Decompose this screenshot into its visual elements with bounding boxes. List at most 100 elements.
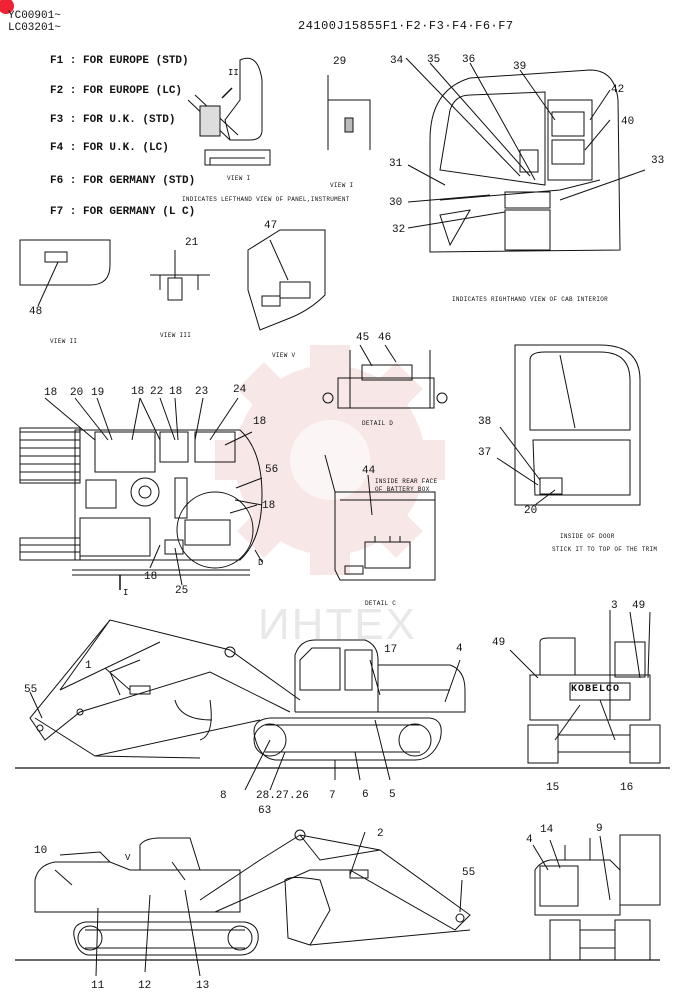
label-20-door: 20 [524,505,538,517]
rear-view-1-drawing [509,610,661,764]
label-22: 22 [150,386,164,398]
arrow-v-label: V [125,853,131,863]
label-56: 56 [265,464,279,476]
label-8: 8 [220,790,227,802]
option-f4: F4 : FOR U.K. (LC) [50,142,169,154]
label-7: 7 [329,790,336,802]
caption-view-v: VIEW V [272,352,296,359]
option-f1: F1 : FOR EUROPE (STD) [50,55,189,67]
label-35: 35 [427,54,441,66]
seat-view-drawing [187,57,271,166]
label-32: 32 [392,224,406,236]
view-i-drawing [327,75,371,150]
label-49-a: 49 [632,600,646,612]
label-55-b: 55 [462,867,476,879]
label-11: 11 [91,980,105,992]
option-f3: F3 : FOR U.K. (STD) [50,114,176,126]
label-49-b: 49 [492,637,506,649]
caption-door-2: STICK IT TO TOP OF THE TRIM [552,546,658,553]
label-18-f: 18 [144,571,158,583]
cab-interior-drawing [405,57,646,253]
label-55-a: 55 [24,684,38,696]
caption-view-iii: VIEW III [160,332,192,339]
label-19: 19 [91,387,105,399]
caption-right-view: INDICATES RIGHTHAND VIEW OF CAB INTERIOR [452,296,609,303]
caption-detail-c: DETAIL C [365,600,397,607]
label-6: 6 [362,789,369,801]
label-16: 16 [620,782,634,794]
label-42: 42 [611,84,625,96]
brand-logo: KOBELCO [571,684,621,695]
label-14: 14 [540,824,554,836]
view-ii-drawing [19,239,111,307]
view-iii-drawing [150,250,210,301]
label-36: 36 [462,54,476,66]
caption-view-ii: VIEW II [50,338,78,345]
label-3: 3 [611,600,618,612]
label-18-a: 18 [44,387,58,399]
label-25: 25 [175,585,189,597]
label-47: 47 [264,220,278,232]
label-5: 5 [389,789,396,801]
serial-number-1: YC00901~ [8,10,61,22]
label-33: 33 [651,155,665,167]
label-20: 20 [70,387,84,399]
caption-view-i: VIEW I [227,175,251,182]
label-31: 31 [389,158,403,170]
label-4-a: 4 [456,643,463,655]
part-number-title: 24100J15855F1·F2·F3·F4·F6·F7 [298,19,514,33]
label-24: 24 [233,384,247,396]
label-28-27-26: 28.27.26 [256,790,309,802]
label-63: 63 [258,805,272,817]
label-2: 2 [377,828,384,840]
label-23: 23 [195,386,209,398]
caption-door-1: INSIDE OF DOOR [560,533,615,540]
label-10: 10 [34,845,48,857]
watermark-text: ИНТЕХ [258,600,417,649]
label-15: 15 [546,782,560,794]
serial-number-2: LC03201~ [8,22,61,34]
arrow-i-label: I [123,588,129,598]
caption-view-i-2: VIEW I [330,182,354,189]
label-4-b: 4 [526,834,533,846]
label-18-e: 18 [262,500,276,512]
door-view-drawing [496,344,641,506]
option-f7: F7 : FOR GERMANY (L C) [50,206,196,218]
detail-c-drawing [324,454,436,581]
label-1: 1 [85,660,92,672]
label-46: 46 [378,332,392,344]
arrow-d-label: D [258,558,264,568]
label-13: 13 [196,980,210,992]
arrow-ii-label: II [228,68,239,78]
rear-view-2-drawing [532,834,661,961]
excavator-side-2-drawing [15,829,660,977]
label-40: 40 [621,116,635,128]
label-18-d: 18 [253,416,267,428]
top-plan-drawing [19,397,263,590]
label-38: 38 [478,416,492,428]
label-37: 37 [478,447,492,459]
label-48: 48 [29,306,43,318]
label-12: 12 [138,980,152,992]
label-30: 30 [389,197,403,209]
label-17: 17 [384,644,398,656]
caption-battery-box: INSIDE REAR FACE OF BATTERY BOX [375,478,438,493]
label-39: 39 [513,61,527,73]
label-45: 45 [356,332,370,344]
label-44: 44 [362,465,376,477]
label-18-c: 18 [169,386,183,398]
view-v-drawing [247,229,326,331]
label-34: 34 [390,55,404,67]
option-f6: F6 : FOR GERMANY (STD) [50,175,196,187]
caption-detail-d: DETAIL D [362,420,394,427]
caption-left-view: INDICATES LEFTHAND VIEW OF PANEL,INSTRUM… [182,196,350,203]
label-9: 9 [596,823,603,835]
label-18-b: 18 [131,386,145,398]
excavator-side-1-drawing [15,619,670,791]
corner-badge-icon [0,0,14,14]
detail-d-drawing [322,344,448,409]
label-21: 21 [185,237,199,249]
option-f2: F2 : FOR EUROPE (LC) [50,85,183,97]
label-29: 29 [333,56,347,68]
